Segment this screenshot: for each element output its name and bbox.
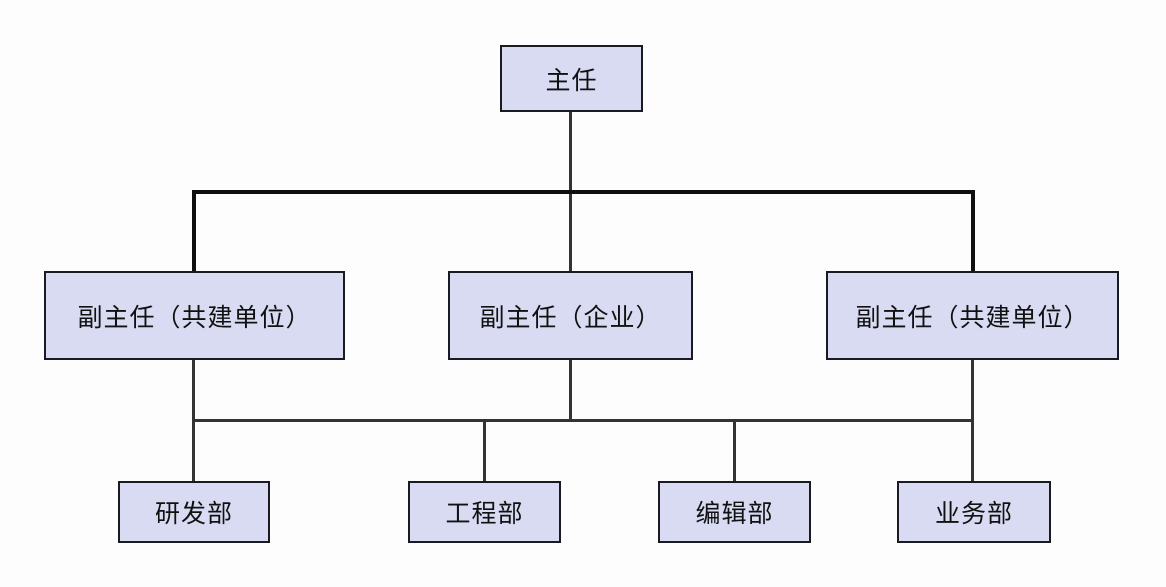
node-dept-editorial: 编辑部: [658, 481, 811, 543]
connector-drop-engineering: [483, 419, 486, 481]
connector-top-bar: [192, 190, 975, 194]
connector-root-stem: [569, 112, 572, 192]
node-director: 主任: [500, 45, 643, 112]
connector-bottom-bar: [192, 419, 974, 422]
node-dept-rnd: 研发部: [118, 481, 270, 543]
node-deputy-enterprise: 副主任（企业）: [448, 271, 693, 360]
connector-drop-editorial: [733, 419, 736, 481]
node-dept-engineering: 工程部: [408, 481, 561, 543]
node-deputy-coop-left: 副主任（共建单位）: [44, 271, 345, 360]
node-dept-business: 业务部: [897, 481, 1051, 543]
connector-top-drop-left: [192, 190, 196, 271]
connector-top-drop-right: [971, 190, 975, 271]
connector-mid-stem-center: [569, 360, 572, 422]
connector-top-drop-center: [569, 194, 572, 271]
node-deputy-coop-right: 副主任（共建单位）: [826, 271, 1119, 360]
